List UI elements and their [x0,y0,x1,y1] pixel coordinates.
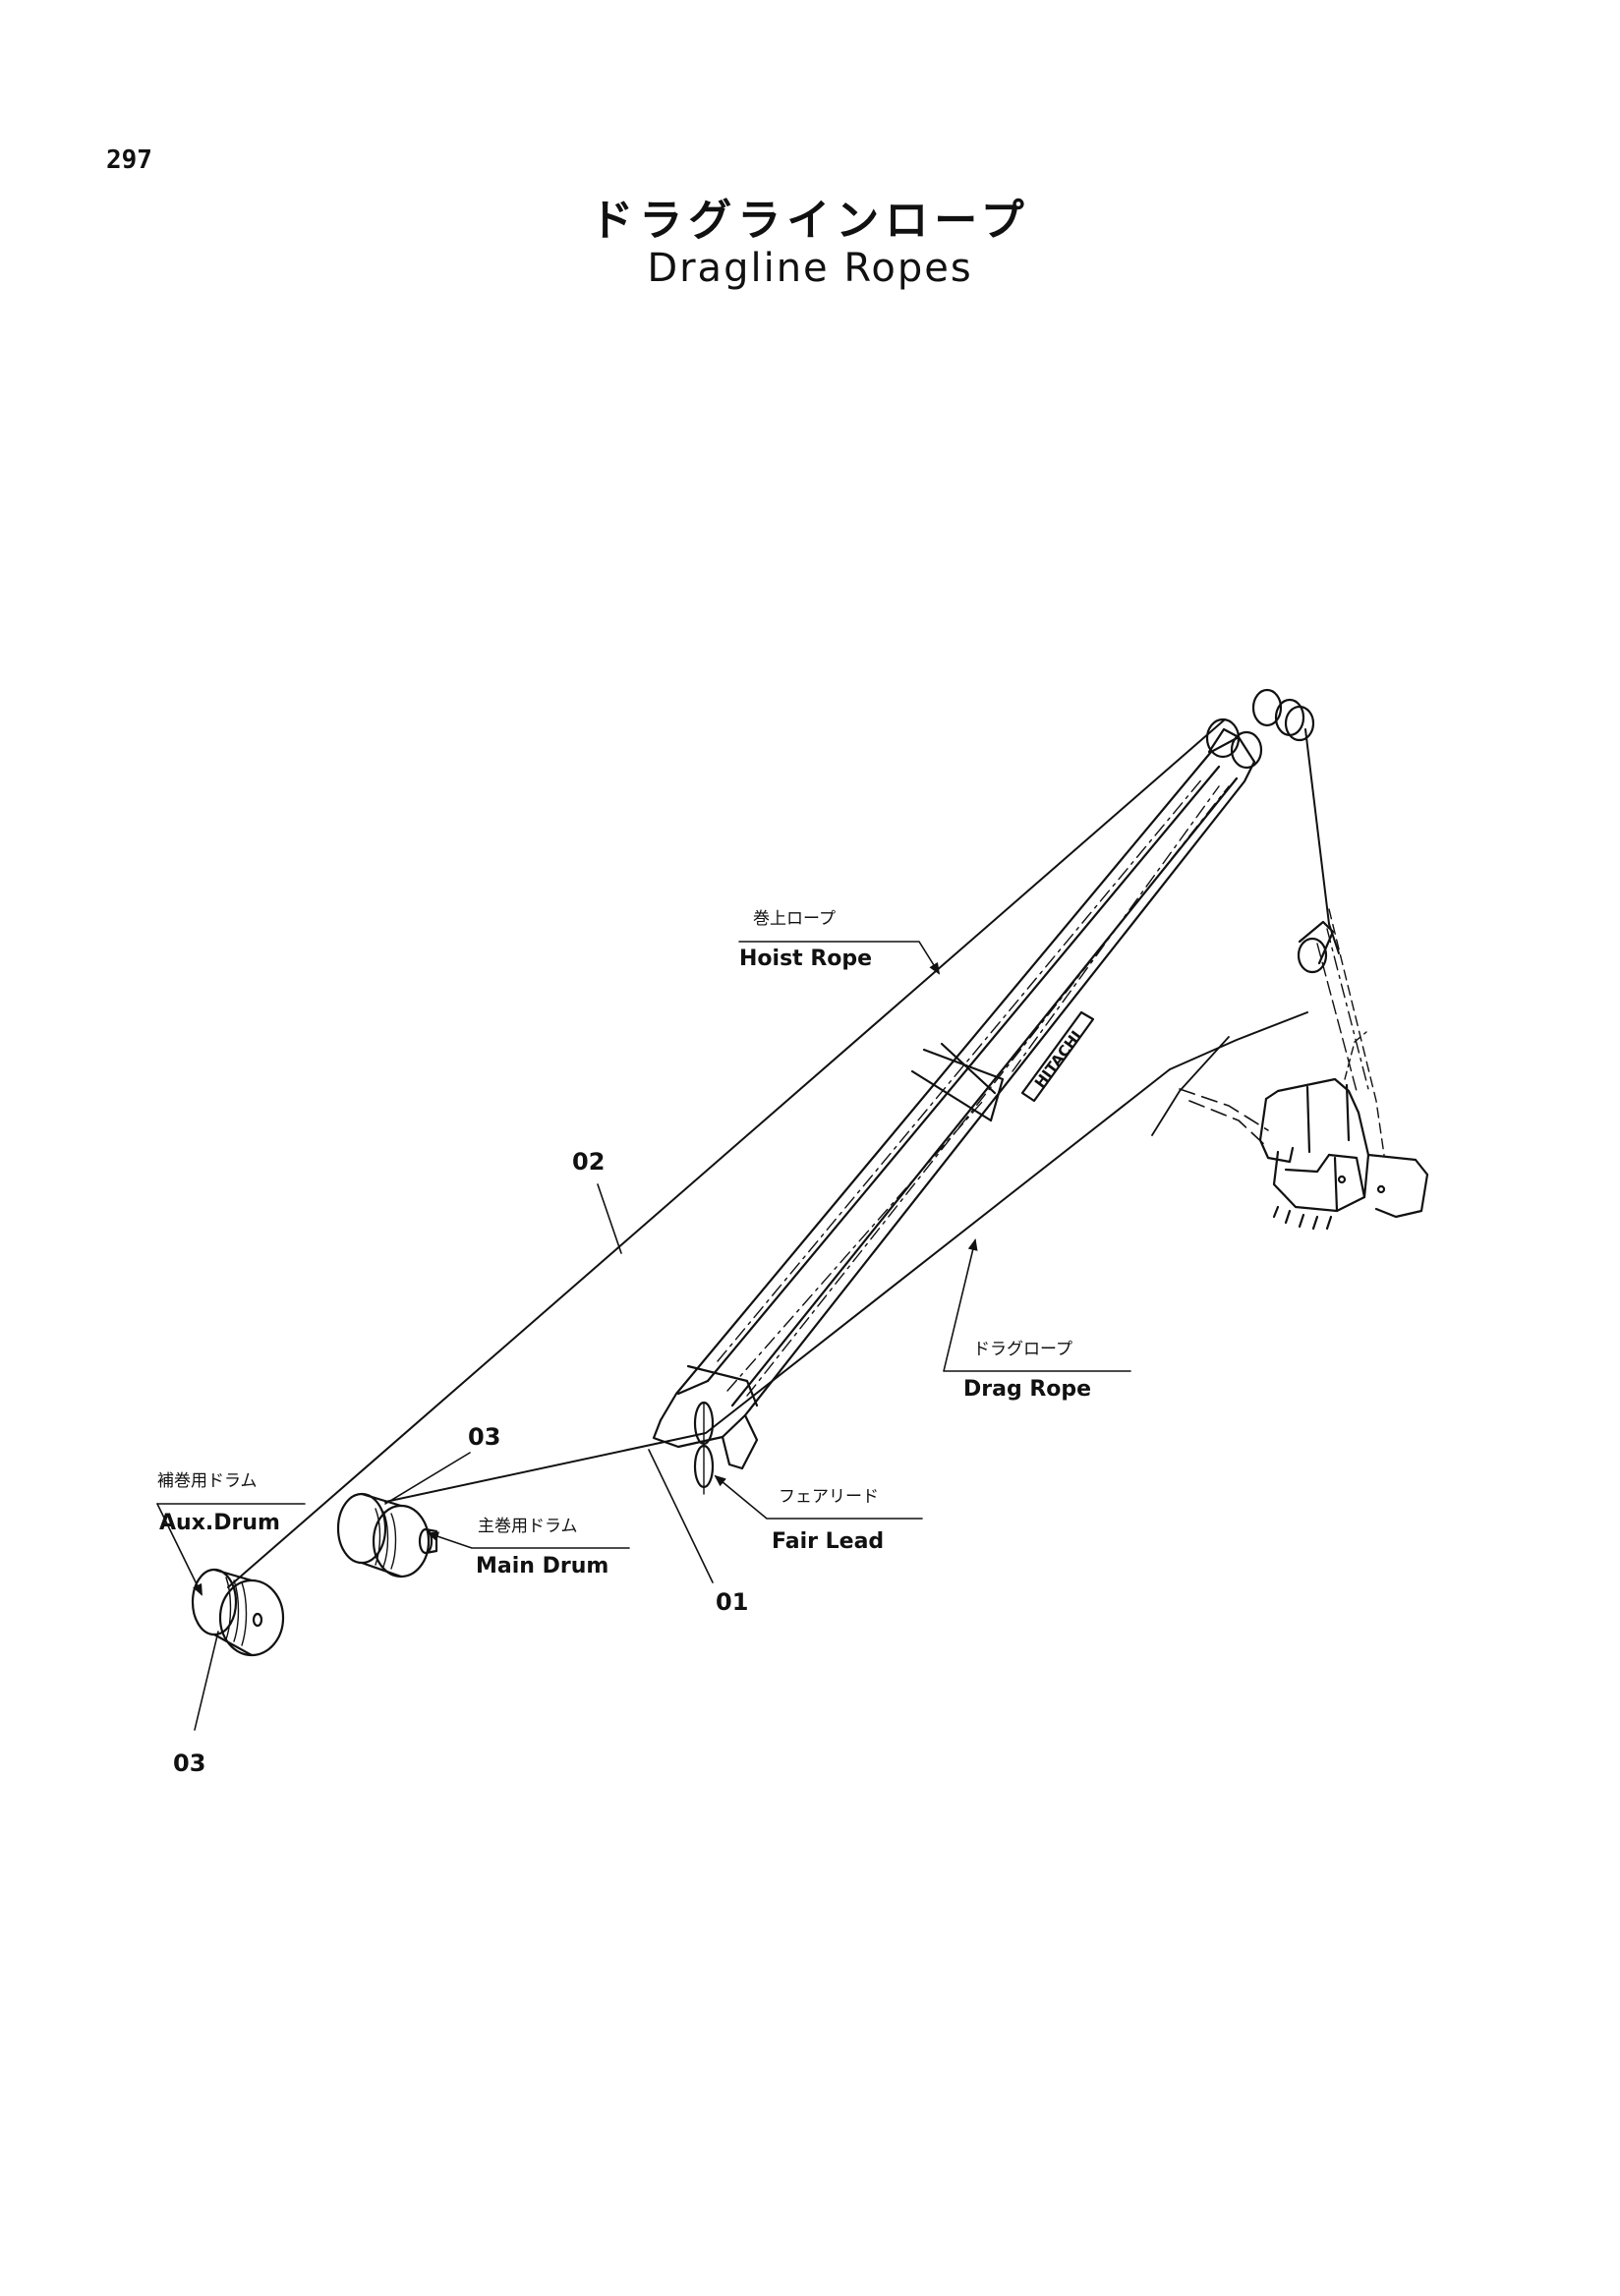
page-title-japanese: ドラグラインロープ [590,196,1030,246]
page-number: 297 [106,145,152,175]
hoist-rope-label-en: Hoist Rope [739,947,872,971]
fair-lead-label-en: Fair Lead [772,1529,884,1554]
main-drum-label-en: Main Drum [476,1554,608,1578]
drag-rope-label-jp: ドラグロープ [973,1340,1072,1359]
drag-rope-label-en: Drag Rope [963,1377,1091,1402]
callout-02: 02 [572,1148,605,1176]
fair-lead-label-jp: フェアリード [779,1487,879,1507]
aux-drum [191,1568,285,1657]
fair-lead [693,1401,715,1495]
aux-drum-label-en: Aux.Drum [159,1511,280,1535]
main-drum-label-jp: 主巻用ドラム [478,1517,578,1536]
hoist-rope [227,718,1340,1588]
boom [652,727,1256,1470]
boom-brand-label: HITACHI [1031,1027,1085,1091]
dragline-bucket [1179,908,1429,1231]
callout-03-main-drum: 03 [468,1423,500,1451]
callout-03-aux-drum: 03 [173,1750,205,1777]
main-drum [336,1492,438,1578]
boom-tip-sheaves [1205,688,1315,770]
hoist-sheave [1297,920,1335,974]
aux-drum-label-jp: 補巻用ドラム [157,1471,258,1491]
leader-lines [156,941,1131,1731]
drag-rope [384,1011,1308,1503]
hoist-rope-label-jp: 巻上ロープ [753,909,836,929]
callout-01: 01 [716,1588,748,1616]
page-title-english: Dragline Ropes [647,246,973,291]
